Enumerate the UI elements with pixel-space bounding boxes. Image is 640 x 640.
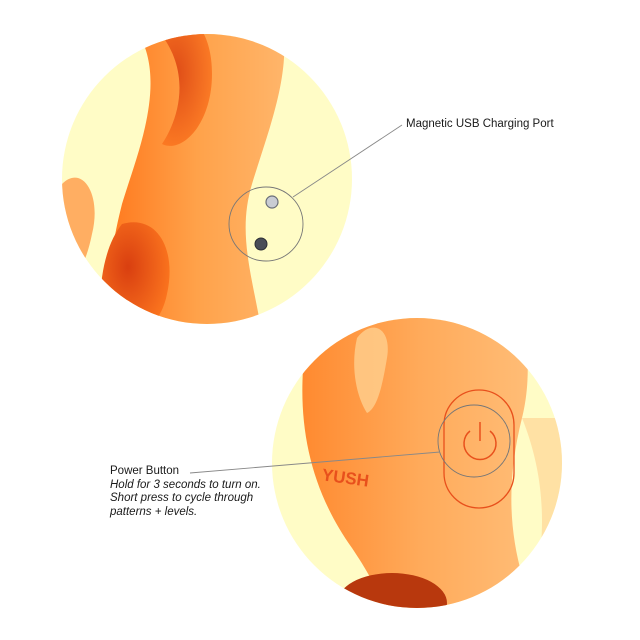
power-button-desc-1: Hold for 3 seconds to turn on.: [110, 478, 261, 491]
product-illustration-top: [62, 34, 304, 324]
callout-ring: [228, 186, 304, 262]
charging-contact-top: [265, 195, 279, 209]
usb-port-detail-image: [62, 34, 352, 324]
power-button: [443, 389, 515, 509]
usb-port-label: Magnetic USB Charging Port: [406, 118, 554, 130]
power-button-desc-2: Short press to cycle through: [110, 492, 254, 504]
power-button-detail-image: YUSH: [272, 318, 562, 608]
power-button-desc-3: patterns + levels.: [110, 505, 198, 518]
charging-contact-bottom: [254, 237, 268, 251]
power-button-title: Power Button: [110, 465, 180, 477]
power-icon: [463, 422, 497, 461]
callout-ring: [437, 404, 511, 478]
product-illustration-bottom: YUSH: [302, 318, 562, 608]
power-button-label: Power Button Hold for 3 seconds to turn …: [110, 465, 261, 519]
